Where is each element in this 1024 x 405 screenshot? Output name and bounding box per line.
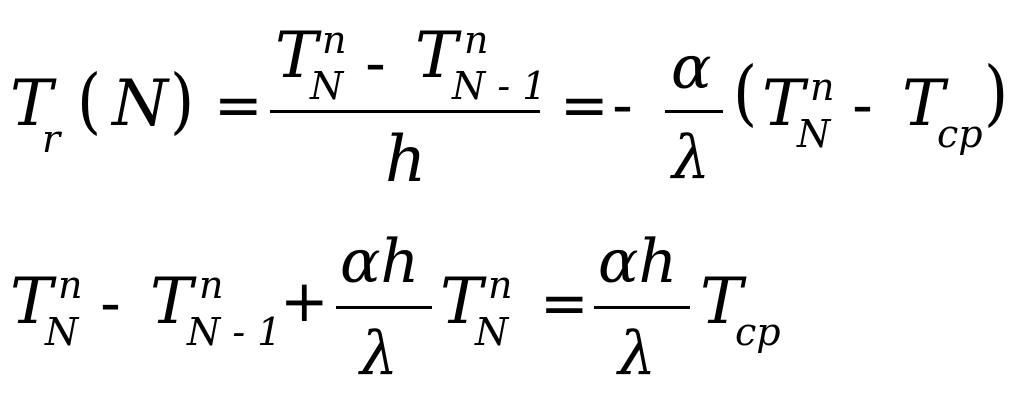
- lambda-denominator: λ: [672, 123, 711, 193]
- minus-sign-2: -: [852, 71, 873, 139]
- numerator-t-n-sub: N: [310, 64, 344, 108]
- l2-lambda-denominator-1: λ: [360, 319, 399, 389]
- l2-t-n-symbol: T: [10, 265, 53, 339]
- l2-alpha-h-numerator-1: αh: [340, 227, 420, 297]
- l2-alpha-h-numerator-2: αh: [598, 227, 678, 297]
- t-r-symbol: T: [10, 67, 53, 141]
- equals-sign-1: =: [214, 71, 263, 139]
- t-r-subscript: r: [42, 117, 61, 161]
- t-cp-sub: cp: [937, 112, 983, 156]
- equals-sign-2: =: [560, 71, 609, 139]
- l2-t-n-sup-2: n: [488, 263, 513, 307]
- l2-fraction-bar-2: [594, 306, 690, 309]
- right-paren: ): [170, 58, 195, 143]
- numerator-minus: -: [365, 29, 386, 97]
- t-n-sup: n: [810, 65, 835, 109]
- fraction-bar-2: [665, 110, 723, 113]
- l2-t-n-sub-2: N: [475, 310, 509, 354]
- t-n-sub: N: [797, 112, 831, 156]
- t-n-symbol: T: [762, 67, 805, 141]
- numerator-t-n: T: [275, 19, 318, 93]
- left-paren-2: (: [733, 50, 758, 135]
- numerator-t-n-1-sub: N - 1: [452, 64, 547, 108]
- alpha-numerator: α: [671, 33, 712, 103]
- l2-t-n-sub: N: [45, 310, 79, 354]
- numerator-t-n-sup: n: [322, 18, 347, 62]
- left-paren: (: [77, 58, 102, 143]
- denominator-h: h: [385, 123, 427, 197]
- right-paren-2: ): [984, 50, 1009, 135]
- n-argument: N: [112, 67, 168, 141]
- numerator-t-n-1-sup: n: [464, 18, 489, 62]
- l2-plus-sign: +: [280, 267, 329, 335]
- l2-fraction-bar-1: [336, 306, 432, 309]
- l2-t-cp-sub: cp: [735, 310, 781, 354]
- l2-minus-sign: -: [100, 269, 121, 337]
- l2-t-cp-symbol: T: [700, 265, 743, 339]
- negative-sign: -: [612, 71, 633, 139]
- fraction-bar-1: [270, 110, 540, 113]
- l2-t-n-1-sup: n: [199, 263, 224, 307]
- l2-lambda-denominator-2: λ: [618, 319, 657, 389]
- l2-t-n-sup: n: [58, 263, 83, 307]
- l2-equals-sign: =: [540, 269, 589, 337]
- l2-t-n-symbol-2: T: [440, 265, 483, 339]
- l2-t-n-1-symbol: T: [150, 265, 193, 339]
- t-cp-symbol: T: [902, 67, 945, 141]
- numerator-t-n-1: T: [415, 19, 458, 93]
- l2-t-n-1-sub: N - 1: [187, 310, 282, 354]
